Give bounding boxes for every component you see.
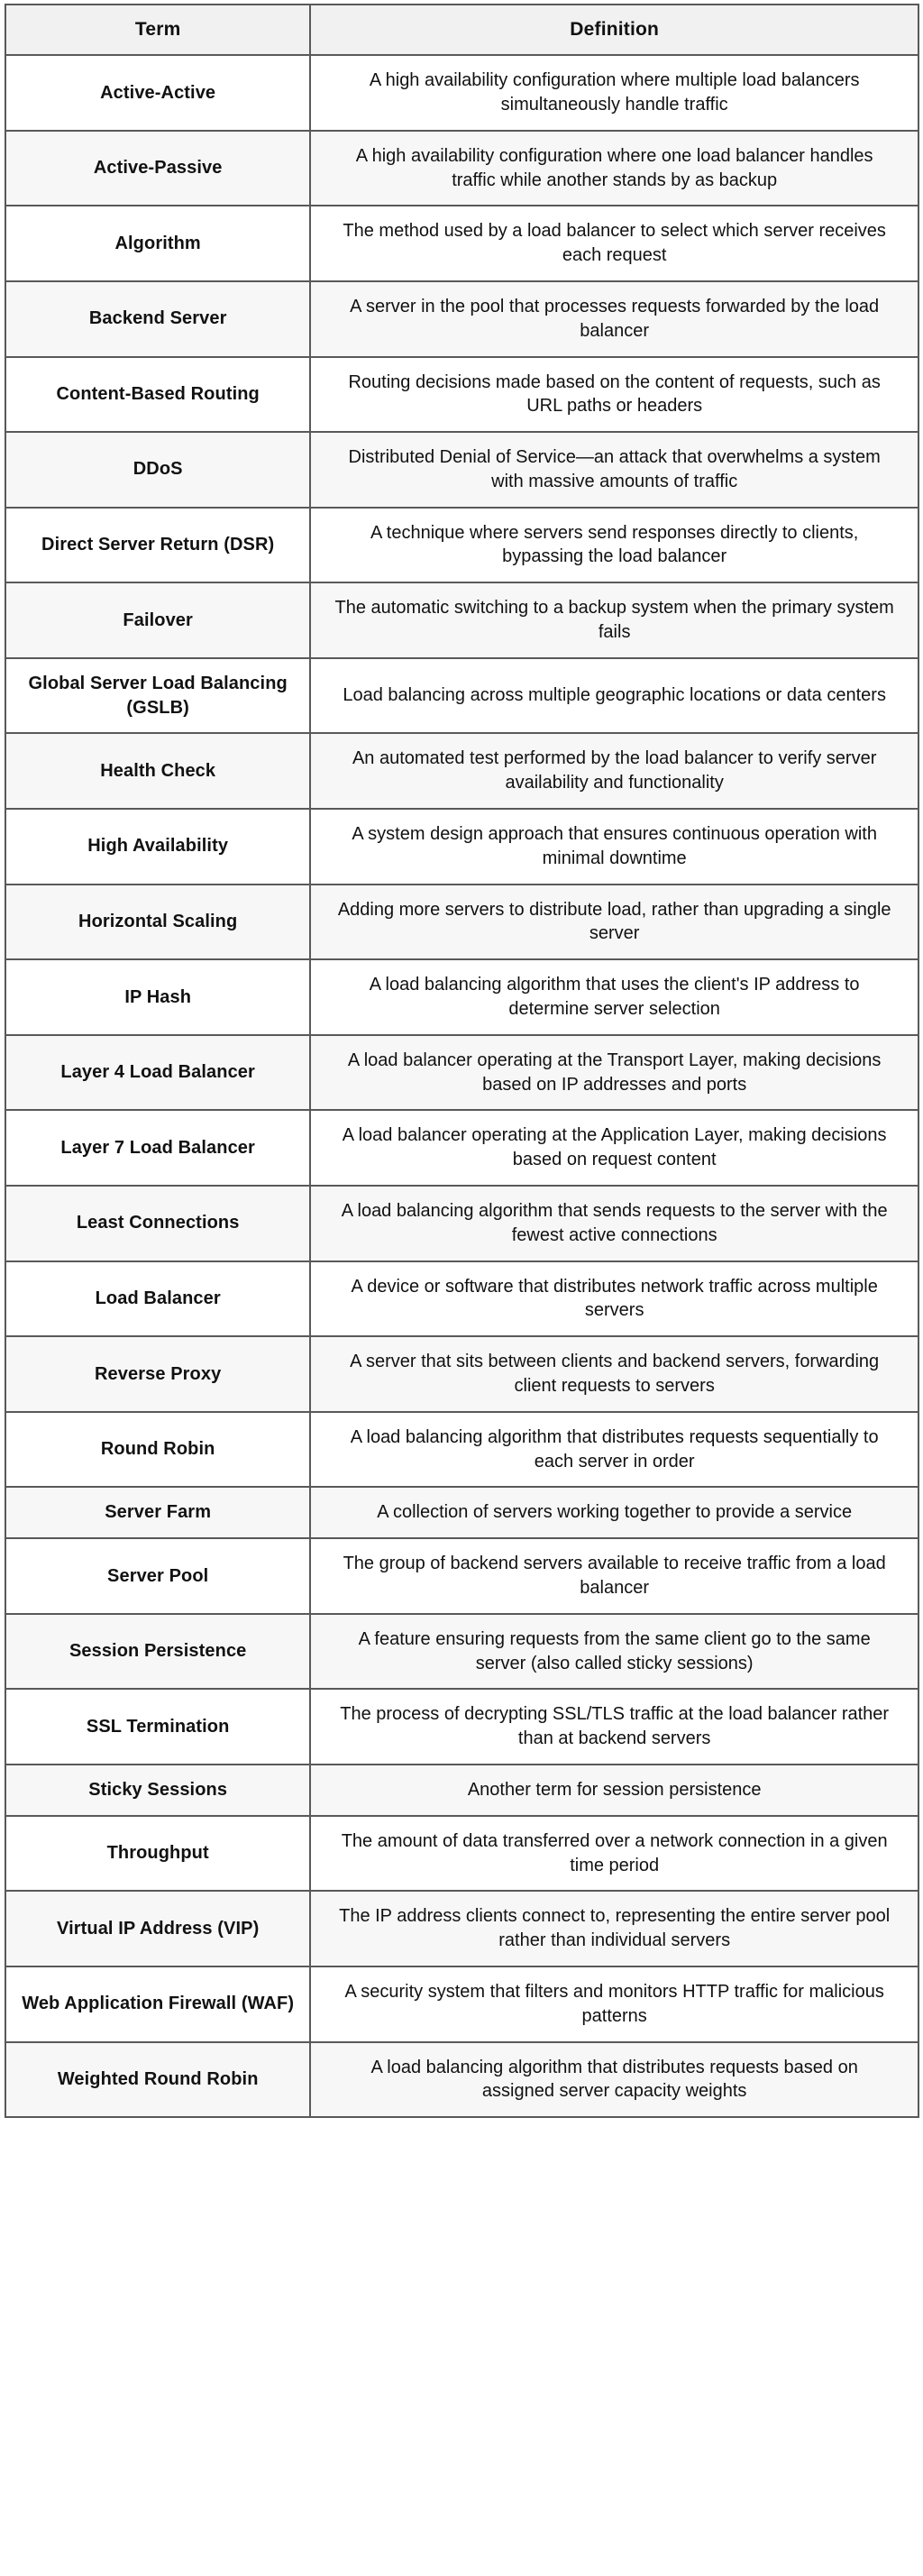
cell-definition: A load balancer operating at the Applica… [309,1109,919,1187]
cell-definition: A load balancer operating at the Transpo… [309,1033,919,1112]
cell-definition: An automated test performed by the load … [309,732,919,811]
cell-definition: The IP address clients connect to, repre… [309,1890,919,1967]
cell-term: Server Farm [4,1486,312,1540]
cell-term: IP Hash [4,958,312,1036]
cell-term: Horizontal Scaling [4,883,312,961]
cell-term: Virtual IP Address (VIP) [4,1890,312,1967]
cell-definition: A device or software that distributes ne… [309,1260,919,1338]
cell-definition: The method used by a load balancer to se… [309,205,919,282]
cell-term: Session Persistence [4,1612,312,1691]
cell-term: Health Check [4,732,312,811]
cell-term: Layer 7 Load Balancer [4,1109,312,1187]
cell-term: Backend Server [4,280,312,358]
column-header-term: Term [4,3,312,57]
cell-definition: A security system that filters and monit… [309,1965,919,2043]
cell-term: Reverse Proxy [4,1335,312,1413]
cell-definition: The group of backend servers available t… [309,1537,919,1615]
cell-term: High Availability [4,808,312,885]
cell-definition: A system design approach that ensures co… [309,808,919,885]
cell-definition: A load balancing algorithm that sends re… [309,1185,919,1262]
cell-definition: A load balancing algorithm that uses the… [309,958,919,1036]
cell-definition: Distributed Denial of Service—an attack … [309,431,919,509]
cell-term: Sticky Sessions [4,1763,312,1817]
cell-term: DDoS [4,431,312,509]
cell-term: Weighted Round Robin [4,2040,312,2119]
cell-definition: A load balancing algorithm that distribu… [309,1410,919,1489]
table-row: Virtual IP Address (VIP)The IP address c… [4,1890,919,1967]
cell-term: SSL Termination [4,1688,312,1765]
cell-definition: A technique where servers send responses… [309,506,919,584]
cell-definition: Load balancing across multiple geographi… [309,656,919,735]
column-header-definition: Definition [309,3,919,57]
cell-definition: A high availability configuration where … [309,54,919,132]
cell-term: Active-Active [4,54,312,132]
cell-definition: The automatic switching to a backup syst… [309,582,919,659]
cell-term: Round Robin [4,1410,312,1489]
cell-definition: A high availability configuration where … [309,129,919,207]
cell-term: Throughput [4,1814,312,1893]
cell-term: Load Balancer [4,1260,312,1338]
cell-term: Global Server Load Balancing (GSLB) [4,656,312,735]
cell-definition: A feature ensuring requests from the sam… [309,1612,919,1691]
cell-term: Active-Passive [4,129,312,207]
cell-term: Least Connections [4,1185,312,1262]
cell-term: Direct Server Return (DSR) [4,506,312,584]
cell-term: Web Application Firewall (WAF) [4,1965,312,2043]
header-row: Term Definition [4,3,919,57]
cell-term: Failover [4,582,312,659]
table-header: Term Definition [4,3,919,57]
cell-definition: A server in the pool that processes requ… [309,280,919,358]
table-row: Global Server Load Balancing (GSLB)Load … [4,656,919,735]
cell-definition: A server that sits between clients and b… [309,1335,919,1413]
cell-definition: Another term for session persistence [309,1763,919,1817]
cell-term: Server Pool [4,1537,312,1615]
table-row: Direct Server Return (DSR)A technique wh… [4,506,919,584]
cell-definition: A collection of servers working together… [309,1486,919,1540]
cell-term: Algorithm [4,205,312,282]
cell-term: Layer 4 Load Balancer [4,1033,312,1112]
table-row: Web Application Firewall (WAF)A security… [4,1965,919,2043]
cell-definition: The amount of data transferred over a ne… [309,1814,919,1893]
cell-definition: A load balancing algorithm that distribu… [309,2040,919,2119]
cell-term: Content-Based Routing [4,355,312,434]
cell-definition: The process of decrypting SSL/TLS traffi… [309,1688,919,1765]
cell-definition: Adding more servers to distribute load, … [309,883,919,961]
cell-definition: Routing decisions made based on the cont… [309,355,919,434]
